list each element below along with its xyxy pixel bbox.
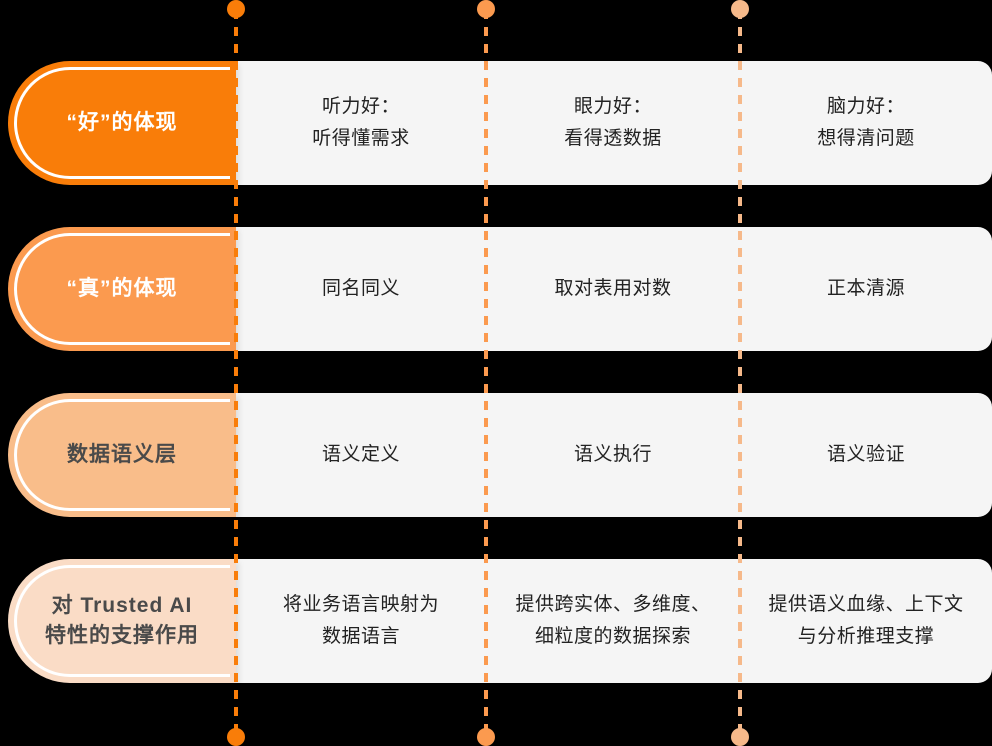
connector-line-1-dot-bottom (227, 728, 245, 746)
row-trusted-ai-cell-3: 提供语义血缘、上下文 与分析推理支撑 (768, 594, 964, 647)
row-semantic-layer-cell-3: 语义验证 (826, 444, 905, 465)
row-trusted-ai-label-pill[interactable]: 对 Trusted AI 特性的支撑作用 (8, 559, 236, 683)
row-trusted-ai-content-panel: 将业务语言映射为 数据语言 提供跨实体、多维度、 细粒度的数据探索 提供语义血缘… (236, 559, 992, 683)
connector-line-2 (477, 0, 495, 746)
connector-line-2-dash (484, 10, 488, 736)
diagram-row-zhen: 同名同义 取对表用对数 正本清源 “真”的体现 (0, 227, 992, 351)
diagram-row-semantic-layer: 语义定义 语义执行 语义验证 数据语义层 (0, 393, 992, 517)
row-hao-content-panel: 听力好： 听得懂需求 眼力好： 看得透数据 脑力好： 想得清问题 (236, 61, 992, 185)
connector-line-3-dash (738, 10, 742, 736)
row-semantic-layer-label-text: 数据语义层 (67, 443, 177, 466)
connector-line-2-dot-top (477, 0, 495, 18)
connector-line-1 (227, 0, 245, 746)
connector-line-2-dot-bottom (477, 728, 495, 746)
row-semantic-layer-label-pill[interactable]: 数据语义层 (8, 393, 236, 517)
row-zhen-label-text: “真”的体现 (66, 277, 178, 300)
row-zhen-content-panel: 同名同义 取对表用对数 正本清源 (236, 227, 992, 351)
connector-line-1-dot-top (227, 0, 245, 18)
row-hao-label-pill[interactable]: “好”的体现 (8, 61, 236, 185)
row-trusted-ai-cell-2: 提供跨实体、多维度、 细粒度的数据探索 (515, 594, 711, 647)
row-semantic-layer-content-panel: 语义定义 语义执行 语义验证 (236, 393, 992, 517)
diagram-row-trusted-ai: 将业务语言映射为 数据语言 提供跨实体、多维度、 细粒度的数据探索 提供语义血缘… (0, 559, 992, 683)
diagram-row-hao: 听力好： 听得懂需求 眼力好： 看得透数据 脑力好： 想得清问题 “好”的体现 (0, 61, 992, 185)
row-trusted-ai-label-text: 对 Trusted AI 特性的支撑作用 (45, 594, 199, 647)
row-zhen-label-pill[interactable]: “真”的体现 (8, 227, 236, 351)
row-hao-cell-2: 眼力好： 看得透数据 (564, 96, 662, 149)
connector-line-3-dot-top (731, 0, 749, 18)
row-zhen-cell-1: 同名同义 (321, 278, 400, 299)
row-semantic-layer-cell-2: 语义执行 (573, 444, 652, 465)
row-hao-label-text: “好”的体现 (66, 111, 178, 134)
row-hao-cell-1: 听力好： 听得懂需求 (312, 96, 410, 149)
row-zhen-cell-2: 取对表用对数 (554, 278, 672, 299)
connector-line-3-dot-bottom (731, 728, 749, 746)
row-zhen-cell-3: 正本清源 (826, 278, 905, 299)
row-hao-cell-3: 脑力好： 想得清问题 (817, 96, 915, 149)
connector-line-3 (731, 0, 749, 746)
connector-line-1-dash (234, 10, 238, 736)
row-semantic-layer-cell-1: 语义定义 (321, 444, 400, 465)
row-trusted-ai-cell-1: 将业务语言映射为 数据语言 (282, 594, 439, 647)
